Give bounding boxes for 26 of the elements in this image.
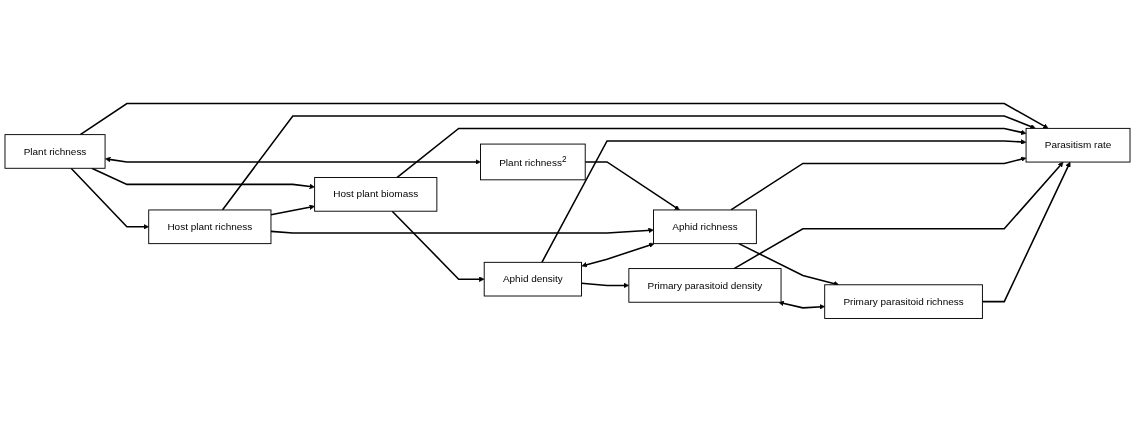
arrow <box>270 204 315 216</box>
arrow <box>730 156 1027 211</box>
node-box: Plant richness <box>4 134 106 169</box>
node-box: Primary parasitoid density <box>628 268 782 303</box>
arrow <box>70 167 149 230</box>
arrow <box>981 161 1071 303</box>
arrow <box>396 127 1027 179</box>
arrow <box>733 161 1064 270</box>
arrow <box>391 210 485 282</box>
arrow <box>105 156 481 165</box>
arrow <box>221 115 1036 211</box>
node-box: Primary parasitoid richness <box>824 284 983 319</box>
arrow <box>778 300 825 310</box>
arrow <box>541 139 1027 264</box>
node-box: Aphid richness <box>653 209 757 245</box>
arrow <box>270 227 654 234</box>
node-box: Plant richness$^{2}$ <box>480 143 586 181</box>
node-box: Aphid density <box>483 261 582 297</box>
arrow <box>584 161 680 211</box>
node-box: Host plant biomass <box>314 177 438 212</box>
arrow <box>90 167 315 190</box>
node-box: Parasitism rate <box>1025 127 1131 163</box>
arrow <box>581 242 655 268</box>
node-box: Host plant richness <box>148 209 272 245</box>
arrow <box>580 282 630 289</box>
arrow <box>79 102 1049 136</box>
